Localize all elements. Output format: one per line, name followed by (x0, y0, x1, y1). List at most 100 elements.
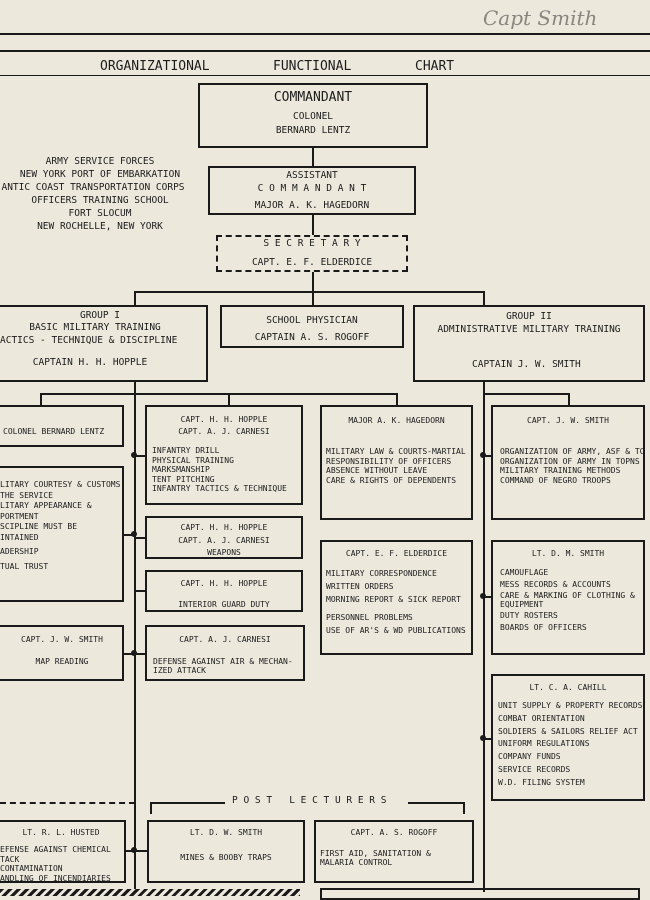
top-rule-2 (0, 50, 650, 52)
topic: USE OF AR'S & WD PUBLICATIONS (326, 626, 466, 635)
dmsmith-topics: CAMOUFLAGE MESS RECORDS & ACCOUNTS CARE … (500, 567, 635, 633)
post-lecturers-label: P O S T L E C T U R E R S (232, 795, 387, 806)
group2-line2: ADMINISTRATIVE MILITARY TRAINING (437, 324, 621, 335)
assistant-name: MAJOR A. K. HAGEDORN (254, 200, 370, 211)
sub-bar (483, 393, 569, 395)
elderdice-topics: MILITARY CORRESPONDENCE WRITTEN ORDERS M… (326, 567, 466, 637)
topic: RESPONSIBILITY OF OFFICERS (326, 456, 452, 466)
topic: UNIT SUPPLY & PROPERTY RECORDS (498, 701, 643, 710)
topic: COMBAT ORIENTATION (498, 713, 585, 723)
topic: CARE & MARKING OF CLOTHING & (500, 591, 635, 600)
secretary-name: CAPT. E. F. ELDERDICE (251, 257, 373, 268)
physician-title: SCHOOL PHYSICIAN (266, 315, 358, 326)
connector (40, 393, 42, 405)
commandant-rank: COLONEL (292, 111, 334, 122)
topic: PORTMENT (0, 511, 39, 521)
guard-duty-box (145, 570, 303, 612)
topic: ORGANIZATION OF ARMY IN TOPNS (500, 456, 640, 466)
dmsmith-name: LT. D. M. SMITH (531, 549, 605, 558)
lentz-topics-box (0, 466, 124, 602)
topic: PERSONNEL PROBLEMS (326, 613, 413, 622)
physician-name: CAPTAIN A. S. ROGOFF (254, 332, 370, 343)
lentz-box (0, 405, 124, 447)
dwsmith-box (147, 820, 305, 883)
secretary-title: S E C R E T A R Y (263, 238, 361, 249)
title-rule (0, 75, 650, 76)
post-lecturers-line-left (150, 802, 225, 804)
topic: BOARDS OF OFFICERS (500, 622, 587, 632)
map-reading-topic: MAP READING (35, 657, 89, 666)
elderdice-box (320, 540, 473, 655)
commandant-title: COMMANDANT (273, 90, 353, 105)
lentz-name: COLONEL BERNARD LENTZ (3, 427, 105, 436)
connector (483, 596, 491, 598)
topic: EQUIPMENT (500, 599, 544, 609)
connector (312, 291, 314, 305)
cahill-box (491, 674, 645, 801)
dwsmith-name: LT. D. W. SMITH (189, 828, 263, 837)
sub-bar (134, 393, 396, 395)
topic: CAMOUFLAGE (500, 568, 549, 577)
husted-box (0, 820, 126, 883)
group1-box (0, 305, 208, 382)
hopple-carnesi-box (145, 405, 303, 505)
dmsmith-box (491, 540, 645, 655)
weapons-name2: CAPT. A. J. CARNESI (178, 536, 270, 545)
connector (134, 590, 145, 592)
institution-line: NEW ROCHELLE, NEW YORK (37, 221, 163, 232)
topic: COMPANY FUNDS (498, 752, 561, 762)
cahill-topics: UNIT SUPPLY & PROPERTY RECORDS COMBAT OR… (498, 700, 643, 790)
topic: ABSENCE WITHOUT LEAVE (326, 466, 428, 475)
topic: INTAINED (0, 532, 39, 542)
hopple-name: CAPT. H. H. HOPPLE (180, 415, 268, 424)
top-rule (0, 33, 650, 35)
institution-line: NEW YORK PORT OF EMBARKATION (19, 169, 181, 180)
topic: CARE & RIGHTS OF DEPENDENTS (326, 475, 457, 485)
chart-title-chart: CHART (415, 59, 455, 74)
smith-name: CAPT. J. W. SMITH (527, 416, 609, 425)
institution-line: OFFICERS TRAINING SCHOOL (31, 195, 169, 206)
guard-name: CAPT. H. H. HOPPLE (180, 579, 268, 588)
connector (483, 455, 491, 457)
guard-topic: INTERIOR GUARD DUTY (178, 600, 270, 609)
husted-topics: EFENSE AGAINST CHEMICAL TACK CONTAMINATI… (0, 845, 111, 883)
post-lecturers-arrow-left (150, 802, 152, 814)
group1-spine (134, 382, 136, 892)
smith-topics: ORGANIZATION OF ARMY, ASF & TC ORGANIZAT… (500, 447, 645, 485)
group-bar (134, 291, 484, 293)
topic: ORGANIZATION OF ARMY, ASF & TC (500, 447, 645, 456)
cahill-name: LT. C. A. CAHILL (529, 683, 607, 692)
chart-title-functional: FUNCTIONAL (273, 59, 352, 74)
topic: THE SERVICE (0, 490, 53, 500)
topic: TENT PITCHING (152, 474, 215, 484)
topic: UNIFORM REGULATIONS (498, 739, 590, 749)
assistant-line1: ASSISTANT (286, 170, 338, 181)
group1-name: CAPTAIN H. H. HOPPLE (32, 357, 148, 368)
air-defense-topic1: DEFENSE AGAINST AIR & MECHAN- (153, 657, 293, 666)
topic: TACK (0, 854, 20, 864)
connector (312, 148, 314, 166)
dashed-divider (0, 802, 135, 804)
hagedorn-box (320, 405, 473, 520)
topic: INFANTRY TACTICS & TECHNIQUE (152, 484, 287, 493)
topic: DUTY ROSTERS (500, 611, 558, 620)
topic: TUAL TRUST (0, 561, 49, 571)
group2-box (413, 305, 645, 382)
hagedorn-name: MAJOR A. K. HAGEDORN (348, 416, 445, 425)
commandant-name: BERNARD LENTZ (275, 125, 351, 136)
air-defense-name: CAPT. A. J. CARNESI (179, 635, 271, 644)
topic: LITARY APPEARANCE & (0, 501, 92, 510)
rogoff-box (314, 820, 474, 883)
topic: MORNING REPORT & SICK REPORT (326, 595, 461, 604)
topic: SERVICE RECORDS (498, 764, 571, 774)
topic: CONTAMINATION (0, 864, 63, 873)
carnesi-name: CAPT. A. J. CARNESI (178, 427, 270, 436)
elderdice-name: CAPT. E. F. ELDERDICE (345, 549, 448, 558)
group1-line1: GROUP I (79, 310, 121, 321)
map-reading-box (0, 625, 124, 681)
rogoff-name: CAPT. A. S. ROGOFF (350, 828, 438, 837)
institution-line: FORT SLOCUM (68, 208, 132, 219)
connector (568, 393, 570, 405)
air-defense-box (145, 625, 305, 681)
hopple-carnesi-topics: INFANTRY DRILL PHYSICAL TRAINING MARKSMA… (152, 446, 287, 494)
